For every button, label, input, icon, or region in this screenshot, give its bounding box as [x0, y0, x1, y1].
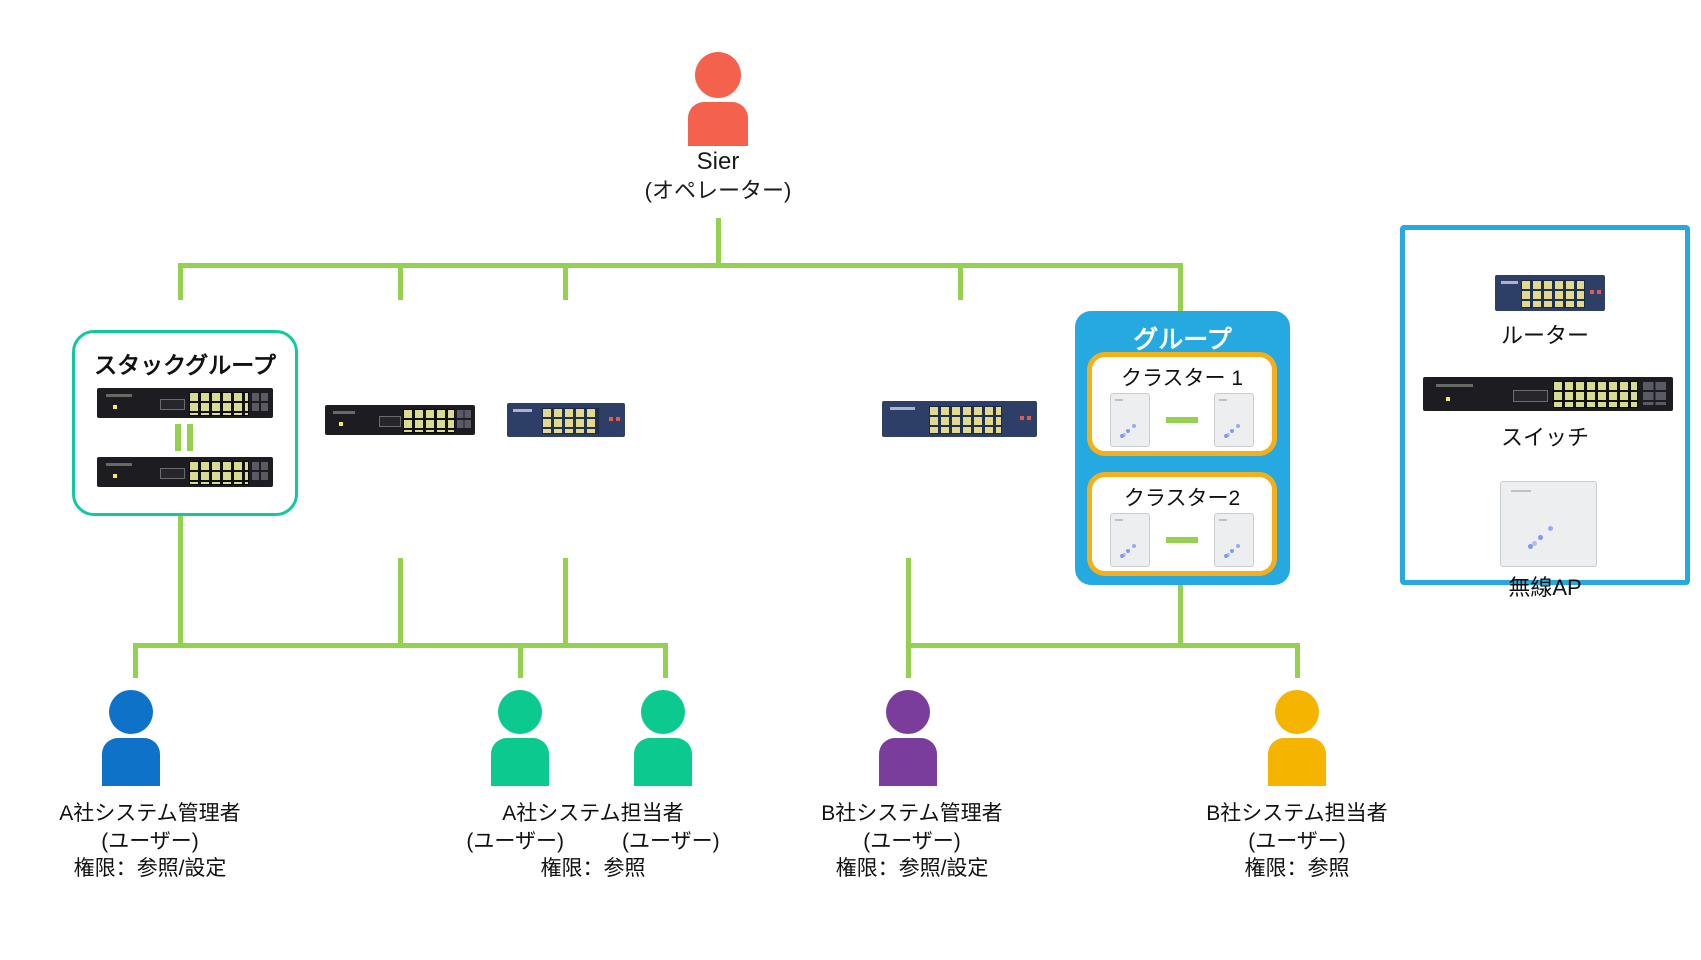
connector-stub-stack [178, 263, 183, 300]
connector-stub-b-staff [1295, 643, 1300, 678]
user-a-staff-1-icon [460, 690, 580, 786]
cluster-2-title: クラスター2 [1123, 487, 1241, 510]
connector-switch2-down [563, 558, 568, 648]
wireless-ap-image [1110, 393, 1150, 447]
connector-group-down [1178, 583, 1183, 648]
user-a-staff-2-icon [603, 690, 723, 786]
connector-switch1-down [398, 558, 403, 648]
user-role: (ユーザー) [466, 829, 564, 853]
connector-sier-stem [716, 218, 721, 265]
person-head [109, 690, 153, 734]
user-a-admin-icon [71, 690, 191, 786]
connector-left-horizontal [133, 643, 668, 648]
connector-stub-a-staff1 [518, 643, 523, 678]
connector-stub-a-staff2 [663, 643, 668, 678]
cluster-link-line [1166, 417, 1198, 423]
user-permission: 権限：参照 [1244, 857, 1350, 881]
sier-role: (オペレーター) [644, 178, 792, 204]
wireless-ap-image [1214, 393, 1254, 447]
legend-wireless-ap-image [1500, 481, 1597, 567]
connector-stub-a-admin [133, 643, 138, 678]
connector-stub-group [1178, 263, 1183, 313]
stack-switch-2-image [97, 457, 273, 487]
stack-switch-1-image [97, 388, 273, 418]
connector-top-horizontal [178, 263, 1183, 268]
person-body [102, 738, 160, 786]
legend-switch-image [1423, 377, 1673, 411]
user-b-staff-label: B社システム担当者 (ユーザー) 権限：参照 [1167, 800, 1427, 883]
user-name: B社システム担当者 [1206, 802, 1388, 825]
switch-device-image-3 [882, 401, 1037, 437]
person-body [1268, 738, 1326, 786]
user-name: A社システム担当者 [502, 802, 684, 825]
user-permission: 権限：参照/設定 [835, 857, 989, 881]
person-head [695, 52, 741, 98]
person-body [688, 102, 748, 146]
legend-box: ルーター スイッチ 無線AP [1400, 225, 1690, 600]
person-body [879, 738, 937, 786]
cluster-1-box: クラスター 1 [1087, 352, 1277, 456]
user-name: B社システム管理者 [821, 802, 1003, 825]
stack-link-bar-2 [187, 424, 193, 451]
user-a-staff-label: A社システム担当者 (ユーザー) (ユーザー) 権限：参照 [423, 800, 763, 883]
group-box: グループ クラスター 1 クラスター2 [1075, 311, 1290, 585]
user-name: A社システム管理者 [59, 802, 241, 825]
user-a-admin-label: A社システム管理者 (ユーザー) 権限：参照/設定 [20, 800, 280, 883]
group-title: グループ [1133, 326, 1232, 354]
user-permission: 権限：参照 [540, 857, 646, 881]
person-body [634, 738, 692, 786]
legend-switch-label: スイッチ [1500, 425, 1589, 450]
user-roles: (ユーザー) (ユーザー) [423, 828, 763, 856]
stack-group-title: スタックグループ [94, 352, 276, 378]
switch-device-image-2 [507, 403, 625, 437]
user-b-admin-icon [848, 690, 968, 786]
cluster-2-box: クラスター2 [1087, 472, 1277, 576]
user-role: (ユーザー) [863, 829, 961, 853]
user-permission: 権限：参照/設定 [73, 857, 227, 881]
connector-stub-switch1 [398, 263, 403, 300]
stack-link-bar-1 [175, 424, 181, 451]
wireless-ap-image [1110, 513, 1150, 567]
connector-stack-down [178, 512, 183, 648]
router-device-image [1495, 275, 1605, 311]
connector-stub-switch2 [563, 263, 568, 300]
connector-stub-switch3 [958, 263, 963, 300]
sier-name: Sier [696, 148, 740, 175]
wireless-ap-image [1214, 513, 1254, 567]
stack-group-box: スタックグループ [72, 330, 298, 516]
cluster-link-line [1166, 537, 1198, 543]
person-head [886, 690, 930, 734]
user-role: (ユーザー) [1248, 829, 1346, 853]
person-body [491, 738, 549, 786]
person-head [1275, 690, 1319, 734]
switch-device-image [325, 405, 475, 435]
connector-right-horizontal [906, 643, 1300, 648]
legend-ap-label: 無線AP [1508, 575, 1582, 600]
sier-user-icon [658, 52, 778, 146]
person-head [498, 690, 542, 734]
cluster-1-title: クラスター 1 [1120, 367, 1244, 390]
connector-switch3-down [906, 558, 911, 678]
person-head [641, 690, 685, 734]
user-role: (ユーザー) [622, 829, 720, 853]
sier-label: Sier (オペレーター) [568, 146, 868, 206]
legend-router-label: ルーター [1500, 323, 1589, 348]
user-b-staff-icon [1237, 690, 1357, 786]
user-role: (ユーザー) [101, 829, 199, 853]
user-b-admin-label: B社システム管理者 (ユーザー) 権限：参照/設定 [782, 800, 1042, 883]
